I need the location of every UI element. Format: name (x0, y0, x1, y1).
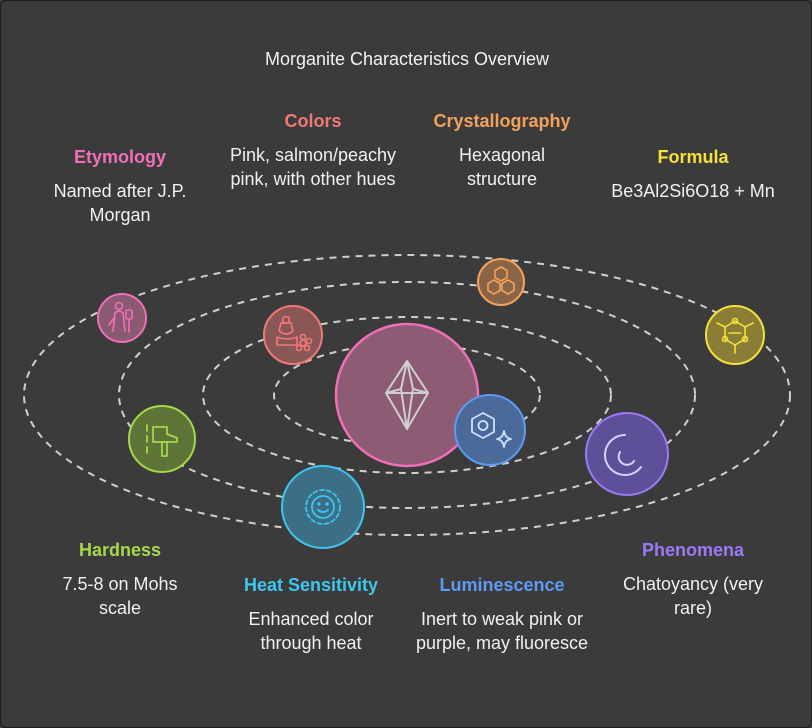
crystallography-heading: Crystallography (433, 111, 571, 131)
luminescence-text: Inert to weak pink or purple, may fluore… (415, 609, 589, 653)
heat-sensitivity-node (281, 465, 365, 549)
luminescence-heading: Luminescence (439, 575, 565, 595)
crystallography-node (477, 258, 525, 306)
crystallography-block: Crystallography Hexagonal structure (419, 111, 585, 191)
colors-text: Pink, salmon/peachy pink, with other hue… (229, 145, 397, 189)
etymology-node (97, 293, 147, 343)
etymology-heading: Etymology (73, 147, 166, 167)
heat-sensitivity-heading: Heat Sensitivity (243, 575, 379, 595)
hardness-block: Hardness 7.5-8 on Mohs scale (31, 540, 209, 620)
hammer-icon (146, 424, 178, 457)
heat-sensitivity-text: Enhanced color through heat (248, 609, 374, 653)
phenomena-block: Phenomena Chatoyancy (very rare) (604, 540, 782, 620)
colors-node (263, 305, 323, 365)
phenomena-text: Chatoyancy (very rare) (622, 574, 764, 618)
gem-icon (385, 360, 429, 430)
luminescence-node (454, 394, 526, 466)
crystallography-text: Hexagonal structure (458, 145, 546, 189)
center-gem (334, 322, 480, 468)
molecule-icon (716, 317, 754, 354)
orbit-ring-2 (202, 316, 612, 474)
scroll-figure-icon (108, 301, 133, 333)
formula-node (705, 305, 765, 365)
hexagon-cluster-icon (487, 266, 515, 295)
hex-sparkle-icon (471, 412, 512, 448)
formula-heading: Formula (657, 147, 729, 167)
hardness-text: 7.5-8 on Mohs scale (62, 574, 178, 618)
orbit-ring-4 (23, 254, 791, 536)
phenomena-heading: Phenomena (641, 540, 745, 560)
heat-sensitivity-block: Heat Sensitivity Enhanced color through … (223, 575, 399, 655)
center-circle (334, 322, 480, 468)
perfume-flower-icon (276, 316, 313, 352)
phenomena-node (585, 412, 669, 496)
formula-text: Be3Al2Si6O18 + Mn (611, 181, 775, 201)
formula-block: Formula Be3Al2Si6O18 + Mn (604, 147, 782, 203)
orbit-ring-3 (118, 281, 696, 509)
cats-eye-icon (604, 434, 642, 476)
hardness-node (128, 405, 196, 473)
hardness-heading: Hardness (78, 540, 162, 560)
colors-heading: Colors (284, 111, 342, 131)
glowing-face-icon (305, 489, 341, 525)
diagram-title: Morganite Characteristics Overview (264, 49, 550, 69)
etymology-text: Named after J.P. Morgan (53, 181, 187, 225)
etymology-block: Etymology Named after J.P. Morgan (31, 147, 209, 227)
colors-block: Colors Pink, salmon/peachy pink, with ot… (229, 111, 397, 191)
luminescence-block: Luminescence Inert to weak pink or purpl… (413, 575, 591, 655)
